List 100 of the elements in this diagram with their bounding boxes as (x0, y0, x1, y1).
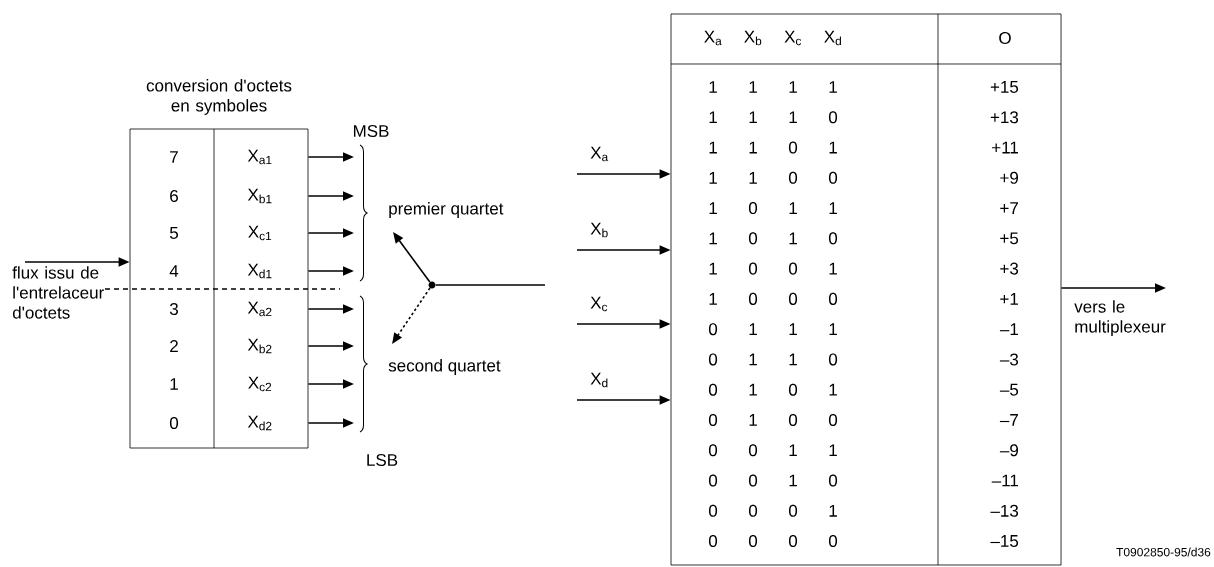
table-cell: 0 (828, 474, 838, 487)
table-cell: 2 (170, 340, 178, 352)
table-cell: 0 (828, 413, 838, 426)
table-cell: X$_{c2}$ (248, 376, 272, 392)
edge-label: X$_{d}$ (590, 372, 608, 388)
table-cell: 1 (829, 141, 837, 154)
table-cell: +5 (1000, 232, 1019, 245)
table-cell: 1 (789, 202, 797, 214)
table-cell: –3 (999, 353, 1019, 366)
group-label: second quartet (388, 359, 501, 375)
table-cell: 1 (829, 202, 837, 214)
table-cell: 1 (749, 81, 757, 93)
table-cell: X$_{d1}$ (247, 263, 272, 279)
table-cell: X$_{d2}$ (247, 415, 272, 431)
table-cell: 0 (708, 535, 718, 548)
table-cell: +13 (990, 111, 1019, 124)
table-cell: 4 (169, 265, 179, 277)
arrow (393, 232, 431, 283)
table-cell: 1 (829, 262, 837, 275)
table-cell: 0 (828, 292, 838, 305)
table-cell: 1 (789, 111, 797, 124)
edge-label: X$_{b}$ (590, 222, 608, 238)
table-cell: 0 (788, 141, 798, 154)
table-cell: +1 (1000, 293, 1018, 305)
table-cell: 1 (829, 444, 837, 457)
table-cell: 1 (709, 141, 717, 154)
table-cell: 1 (789, 353, 797, 366)
table-cell: 0 (788, 292, 798, 305)
box-heading: conversion d'octets en symboles (146, 79, 292, 115)
table-cell: 0 (828, 111, 838, 124)
table-cell: 1 (749, 111, 757, 124)
table-cell: 0 (788, 535, 798, 548)
table-cell: –1 (999, 323, 1018, 335)
table-cell: 0 (788, 383, 798, 396)
column-header: X$_{d}$ (824, 30, 841, 46)
table-cell: 0 (788, 413, 798, 426)
table-cell: 1 (709, 232, 717, 245)
figure-reference: T0902850-95/d36 (1116, 547, 1211, 557)
arrow (392, 287, 431, 344)
group-label: premier quartet (389, 202, 504, 218)
table-cell: 0 (708, 444, 718, 457)
table-cell: 1 (709, 111, 717, 124)
edge-label: X$_{a}$ (590, 146, 609, 162)
table-cell: 1 (829, 323, 837, 335)
column-header: X$_{a}$ (704, 30, 722, 46)
table-cell: 3 (169, 303, 178, 316)
table-cell: 1 (709, 171, 717, 184)
table-cell: 0 (708, 383, 718, 396)
table-cell: X$_{b1}$ (247, 188, 272, 204)
table-cell: 1 (829, 383, 837, 396)
table-cell: 5 (169, 227, 178, 239)
table-cell: 1 (829, 81, 837, 93)
table-frame (670, 13, 1062, 566)
table-cell: 0 (748, 232, 758, 245)
bit-label: LSB (367, 454, 398, 467)
table-cell: 1 (709, 262, 717, 275)
table-cell: –15 (990, 535, 1019, 547)
table-cell: –11 (991, 474, 1018, 487)
table-cell: 1 (709, 202, 717, 214)
table-cell: 7 (170, 151, 178, 163)
table-cell: +15 (990, 81, 1019, 93)
table-cell: +11 (992, 141, 1018, 154)
edge-label: X$_{c}$ (590, 296, 608, 312)
table-cell: 1 (749, 353, 757, 366)
column-header: X$_{c}$ (784, 30, 802, 46)
table-cell: 0 (708, 353, 718, 366)
table-cell: 0 (748, 262, 758, 275)
table-cell: 0 (708, 413, 718, 426)
table-cell: 1 (170, 378, 178, 390)
table-cell: 0 (788, 262, 798, 275)
table-cell: 0 (708, 474, 718, 487)
table-cell: 0 (788, 171, 798, 184)
table-cell: X$_{c1}$ (248, 225, 272, 241)
table-cell: 0 (828, 535, 838, 548)
table-cell: X$_{b2}$ (247, 338, 272, 354)
table-cell: 1 (789, 474, 797, 487)
table-cell: 6 (170, 190, 178, 203)
table-cell: 0 (169, 417, 179, 430)
table-cell: 1 (749, 323, 757, 335)
table-cell: 1 (789, 323, 797, 335)
table-cell: +3 (1000, 262, 1019, 275)
bit-label: MSB (354, 125, 389, 138)
table-cell: 0 (828, 353, 838, 366)
table-cell: X$_{a2}$ (247, 301, 272, 317)
column-header: X$_{b}$ (744, 30, 762, 46)
table-cell: –5 (999, 383, 1019, 396)
table-cell: 1 (789, 81, 797, 93)
table-cell: 1 (829, 504, 837, 517)
edge-label: vers le multiplexeur (1074, 300, 1166, 337)
table-cell: 0 (828, 232, 838, 245)
table-cell: 0 (748, 202, 758, 215)
connector-line (434, 284, 546, 286)
table-cell: 1 (789, 444, 797, 457)
table-cell: –9 (999, 444, 1018, 457)
table-cell: 0 (708, 504, 718, 517)
table-cell: 1 (709, 81, 717, 93)
table-cell: 1 (749, 141, 757, 154)
table-cell: 0 (788, 504, 798, 517)
table-cell: X$_{a1}$ (247, 149, 272, 165)
table-cell: 0 (708, 323, 718, 336)
